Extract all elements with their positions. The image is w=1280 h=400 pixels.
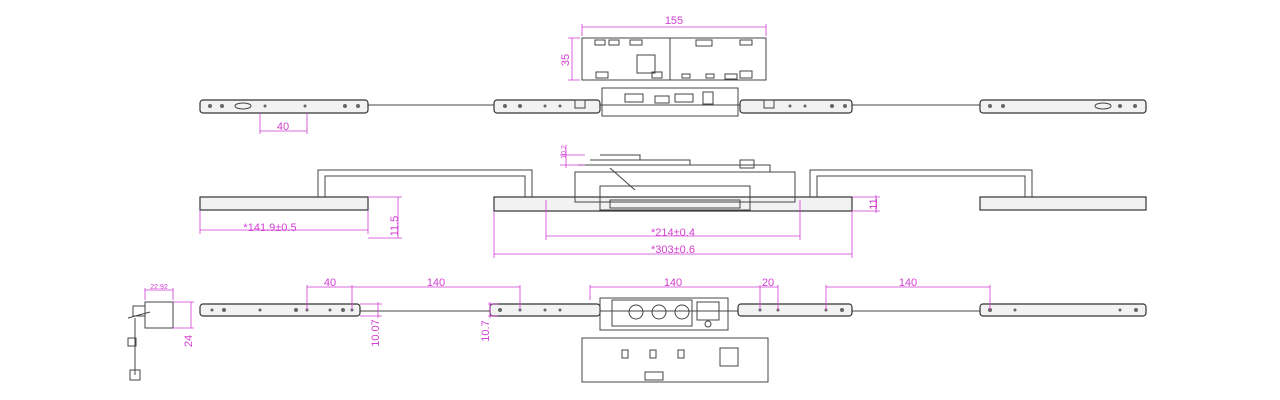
dim-width-155: 155 [665,15,683,27]
dim-bar-height-10-07: 10.07 [370,319,382,347]
dim-spacing-20: 20 [762,277,774,289]
led-bar-left [199,99,369,114]
pcb-bottom [581,337,769,383]
dim-left-141-9: *141.9±0.5 [243,222,296,234]
dim-spacing-140-c: 140 [899,277,917,289]
dim-connector-22-92: 22.92 [150,284,168,291]
side-bar-right [979,196,1147,211]
front-bar-center-right [737,303,853,317]
control-module-top [601,87,739,117]
dim-spacing-140-a: 140 [427,277,445,289]
side-view: 10.2 *141.9±0.5 11.5 *214±0.4 *303±0.6 1… [199,145,1147,258]
side-bar-center [493,196,853,212]
led-bar-center-right [739,99,853,114]
front-bar-left [199,303,361,317]
dim-center-height-11: 11 [868,198,880,209]
pcb-top [581,37,767,81]
dim-left-height-11-5: 11.5 [389,216,401,237]
front-bar-right [979,303,1147,317]
dim-spacing-140-b: 140 [664,277,682,289]
control-module-side [574,171,796,203]
dim-height-35: 35 [560,54,572,66]
led-bar-center-left [493,99,601,114]
front-view: 22.92 24 40 140 140 20 140 10.07 10.7 [127,277,1147,383]
dim-connector-10-2: 10.2 [561,145,568,159]
dim-overall-303: *303±0.6 [651,244,695,256]
dim-bar-height-10-7: 10.7 [480,320,492,341]
dim-spacing-40-front: 40 [324,277,336,289]
side-bar-left [199,196,369,211]
dim-center-214: *214±0.4 [651,227,695,239]
control-module-front [599,297,729,331]
dim-connector-24: 24 [183,335,195,347]
top-view: 155 35 40 [199,15,1147,134]
connector-side [127,301,174,381]
dim-spacing-40: 40 [277,121,289,133]
